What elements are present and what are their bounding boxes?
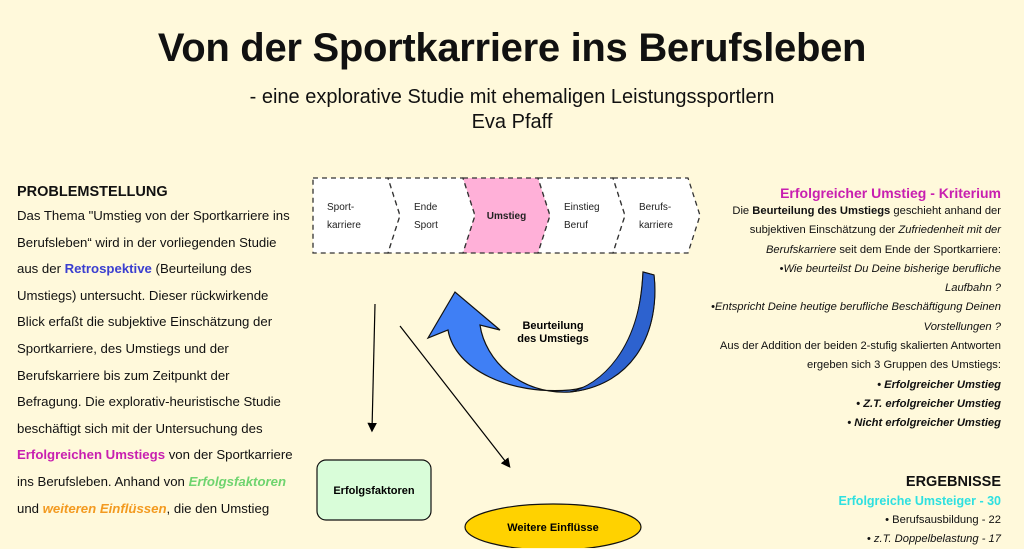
process-step: [387, 177, 476, 254]
problem-text: Das Thema "Umstieg von der Sportkarriere…: [17, 203, 297, 522]
text: geschieht anhand der subjektiven Einschä…: [749, 205, 1001, 237]
results-item: • Berufsausbildung - 22: [885, 514, 1001, 526]
criterion-groups-intro: Aus der Addition der beiden 2-stufig ska…: [719, 340, 1001, 372]
text: von der Sportkarriere ins Berufsleben. A…: [17, 447, 293, 489]
process-step-label: karriere: [327, 220, 361, 231]
problem-section: PROBLEMSTELLUNG Das Thema "Umstieg von d…: [17, 182, 297, 522]
process-step-label: Berufs-: [639, 202, 671, 213]
group-item: • Z.T. erfolgreicher Umstieg: [856, 397, 1001, 410]
erfolgsfaktoren-box: [316, 459, 432, 521]
arrow-label: des Umstiegs: [517, 333, 589, 345]
process-step-label: Beruf: [564, 220, 588, 231]
group-item: • Nicht erfolgreicher Umstieg: [847, 417, 1001, 430]
results-item: • z.T. Doppelbelastung - 17: [866, 533, 1001, 545]
question-2: •Entspricht Deine heutige berufliche Bes…: [710, 301, 1001, 333]
process-step: [612, 177, 701, 254]
arrow-label: Beurteilung: [522, 320, 583, 332]
text: Das Thema "Umstieg von der Sportkarriere…: [17, 208, 290, 277]
problem-heading: PROBLEMSTELLUNG: [17, 184, 168, 200]
criterion-section: Erfolgreicher Umstieg - Kriterium Die Be…: [701, 184, 1001, 434]
arrow-to-faktoren: [367, 303, 377, 433]
erfolgsfaktoren-label: Erfolgsfaktoren: [333, 485, 415, 497]
process-step-label: Einstieg: [564, 202, 600, 213]
process-step-label: Umstieg: [487, 211, 526, 222]
poster-subtitle: - eine explorative Studie mit ehemaligen…: [249, 86, 775, 108]
text: und: [17, 500, 43, 516]
erfolg-highlight: Erfolgreichen Umstiegs: [17, 447, 166, 463]
text-bold: Beurteilung des Umstiegs: [752, 205, 891, 217]
text: seit dem Ende der Sportkarriere:: [836, 243, 1001, 256]
author-name: Eva Pfaff: [471, 111, 553, 133]
einfluesse-ellipse: [464, 503, 642, 548]
criterion-text: Die Beurteilung des Umstiegs geschieht a…: [701, 202, 1001, 260]
process-step-label: karriere: [639, 220, 673, 231]
process-step-label: Sport: [414, 220, 438, 231]
process-step-label: Ende: [414, 202, 438, 213]
poster-title: Von der Sportkarriere ins Berufsleben: [157, 26, 867, 70]
results-heading: ERGEBNISSE: [905, 474, 1001, 490]
faktoren-highlight: Erfolgsfaktoren: [188, 473, 287, 489]
text: Die: [732, 205, 753, 217]
criterion-heading: Erfolgreicher Umstieg - Kriterium: [780, 185, 1001, 201]
einfluesse-label: Weitere Einflüsse: [507, 522, 599, 534]
results-section: ERGEBNISSE Erfolgreiche Umsteiger - 30 •…: [701, 472, 1001, 549]
einfluesse-highlight: weiteren Einflüssen: [42, 500, 167, 516]
question-1: •Wie beurteilst Du Deine bisherige beruf…: [779, 262, 1001, 295]
text: (Beurteilung des Umstiegs) untersucht. D…: [17, 261, 281, 436]
process-step: [537, 177, 626, 254]
group-item: • Erfolgreicher Umstieg: [877, 378, 1001, 391]
retrospektive-highlight: Retrospektive: [64, 261, 152, 277]
text: , die den Umstieg: [166, 500, 270, 516]
arrow-to-einfluesse: [399, 325, 511, 468]
results-group: Erfolgreiche Umsteiger - 30: [838, 494, 1001, 508]
process-step: [312, 177, 401, 254]
text-italic: Zufriedenheit mit der Berufskarriere: [765, 224, 1001, 256]
process-step-label: Sport-: [327, 202, 354, 213]
